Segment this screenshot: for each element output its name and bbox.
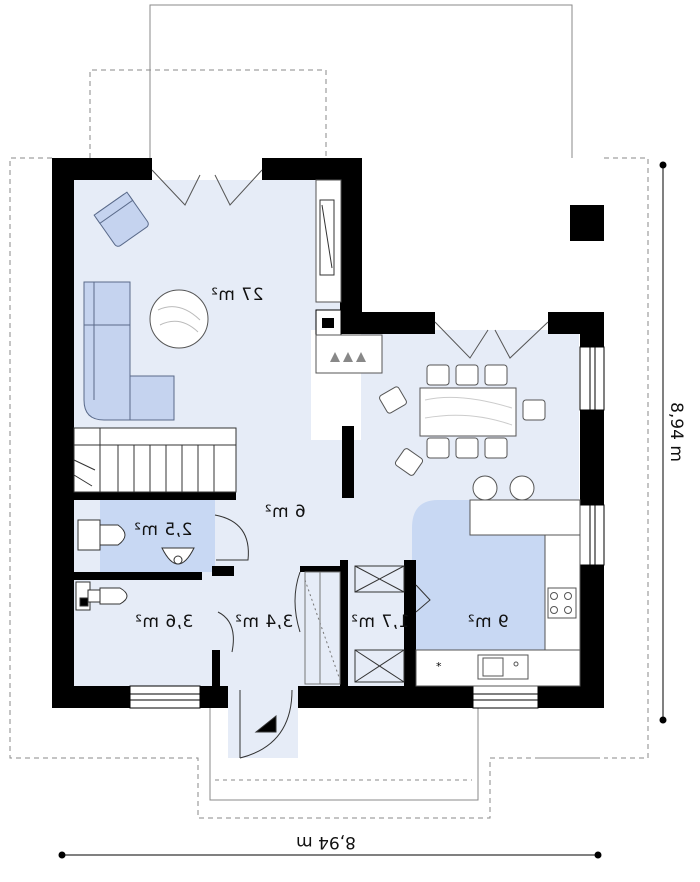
stairs [73, 427, 237, 493]
coffee-table-grain [157, 306, 201, 333]
room-area-living: 27 m² [210, 285, 264, 305]
kitchen-counter [415, 499, 581, 687]
terrace-door [151, 169, 549, 359]
room-area-vestibule: 3,4 m² [234, 612, 294, 632]
dimension-width: 8,94 m [296, 832, 356, 852]
storage-racks [354, 565, 405, 683]
room-area-kitchen: 9 m² [467, 612, 509, 632]
roof-outline [9, 4, 649, 819]
bath-fixtures [75, 581, 128, 611]
entrance-door [239, 689, 293, 759]
coffee-table [149, 289, 209, 349]
wardrobe [304, 571, 341, 685]
windows [129, 346, 605, 709]
walls [52, 158, 604, 708]
kitchen-tiles [412, 500, 545, 650]
fireplace [315, 179, 383, 374]
wc-fixtures [77, 519, 195, 565]
dining-set [379, 364, 546, 501]
fridge-mark: * [436, 660, 442, 673]
living-furniture [83, 191, 175, 421]
room-area-storage: 1,7 m² [350, 612, 410, 632]
dimension-lines [58, 161, 667, 859]
dining-table-grain [424, 396, 513, 426]
room-area-hall: 6 m² [264, 502, 306, 522]
room-area-wc: 2,5 m² [133, 520, 193, 540]
dimension-depth: 8,94 m [666, 402, 686, 462]
interior-doors [214, 514, 431, 653]
room-area-bath: 3,6 m² [134, 612, 194, 632]
